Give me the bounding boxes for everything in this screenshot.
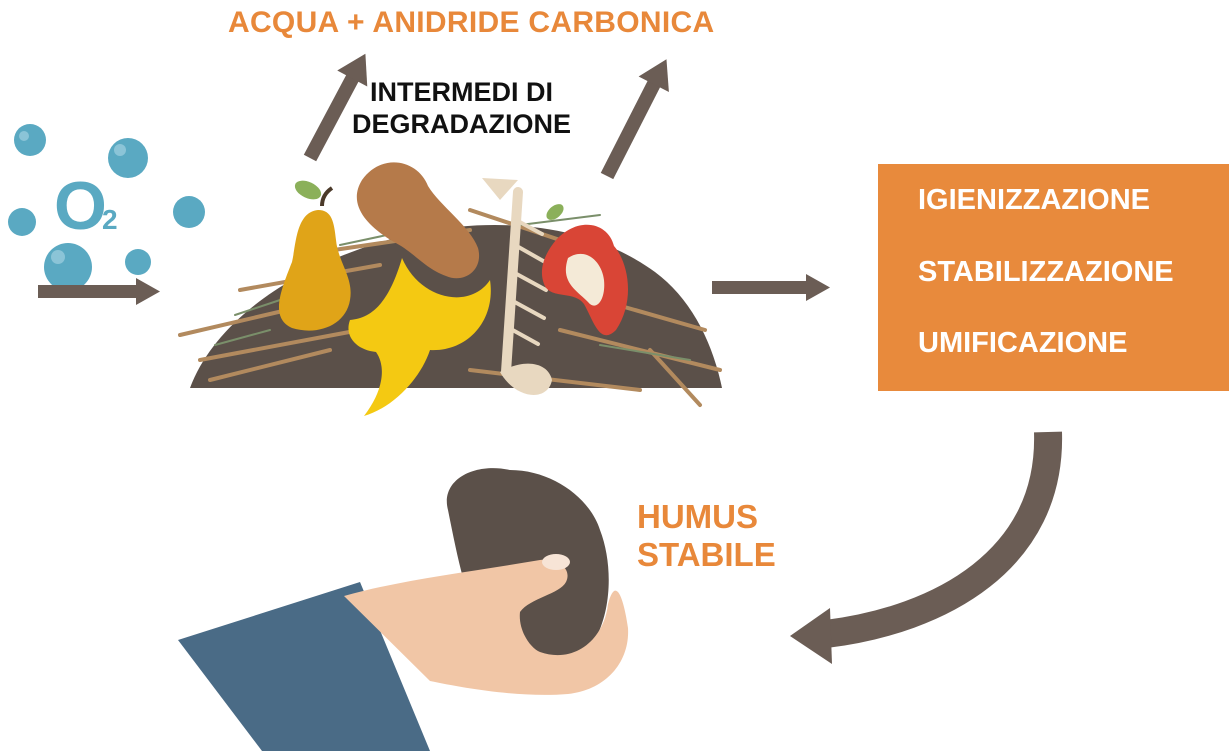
step-umificazione: UMIFICAZIONE (918, 327, 1128, 359)
pear (278, 180, 351, 331)
oxygen-symbol: O (54, 168, 107, 244)
water-co2-label: ACQUA + ANIDRIDE CARBONICA (228, 6, 715, 39)
intermediates-line-1: INTERMEDI DI (370, 77, 554, 107)
hand (344, 559, 629, 695)
hand-holding-humus (178, 468, 629, 751)
step-stabilizzazione: STABILIZZAZIONE (918, 256, 1174, 288)
fingernail (542, 554, 570, 570)
bubble (44, 243, 92, 291)
process-steps-box: IGIENIZZAZIONE STABILIZZAZIONE UMIFICAZI… (878, 164, 1229, 391)
fish-bone (482, 178, 552, 395)
bubble (14, 124, 46, 156)
bubble (125, 249, 151, 275)
potato (356, 162, 480, 279)
degradation-intermediates-label: INTERMEDI DI DEGRADAZIONE (352, 76, 571, 140)
humus-line-1: HUMUS (637, 498, 758, 535)
process-arrow (712, 274, 830, 301)
oxygen-subscript: 2 (102, 204, 118, 235)
bubble (8, 208, 36, 236)
co2-release-arrows (303, 53, 669, 180)
sleeve (178, 582, 430, 751)
oxygen-bubbles: O 2 (8, 124, 205, 291)
bubble (108, 138, 148, 178)
oxygen-input-arrow (38, 278, 160, 305)
bubble (173, 196, 205, 228)
humus-line-2: STABILE (637, 536, 776, 573)
stable-humus-label: HUMUS STABILE (637, 498, 776, 574)
curved-return-arrow (790, 431, 1063, 664)
apple-core (541, 204, 629, 336)
banana-peel (348, 258, 491, 416)
compost-pile (178, 162, 722, 416)
step-igienizzazione: IGIENIZZAZIONE (918, 184, 1150, 216)
intermediates-line-2: DEGRADAZIONE (352, 109, 572, 139)
